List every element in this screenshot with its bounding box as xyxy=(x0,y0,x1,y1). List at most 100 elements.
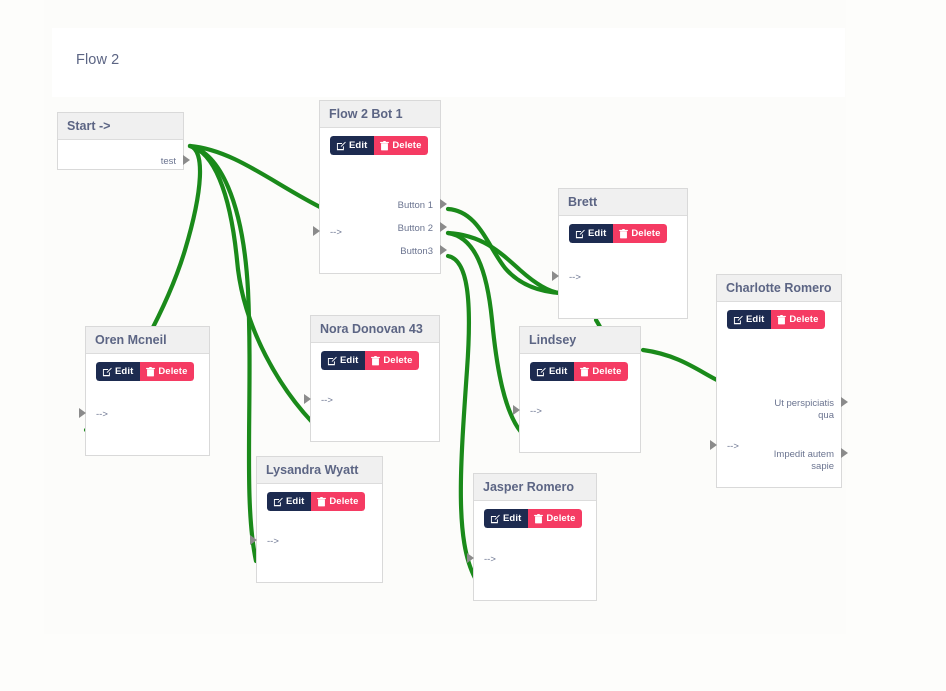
input-port-jasper-0[interactable]: --> xyxy=(484,554,496,565)
edit-button-label: Edit xyxy=(349,140,368,151)
trash-icon xyxy=(146,366,156,376)
node-title-nora: Nora Donovan 43 xyxy=(311,316,439,343)
pencil-square-icon xyxy=(102,367,112,376)
edit-button-label: Edit xyxy=(746,314,765,325)
output-arrow-flow2bot1-2 xyxy=(440,245,447,255)
node-actions-flow2bot1: Edit Delete xyxy=(330,136,429,155)
trash-icon xyxy=(777,314,787,324)
edit-button-label: Edit xyxy=(503,513,522,524)
node-actions-jasper: Edit Delete xyxy=(484,509,583,528)
node-title-lindsey: Lindsey xyxy=(520,327,640,354)
input-port-charlotte-0[interactable]: --> xyxy=(727,441,739,452)
output-port-start-0[interactable]: test xyxy=(160,156,176,167)
trash-icon xyxy=(371,355,381,365)
node-title-flow2bot1: Flow 2 Bot 1 xyxy=(320,101,440,128)
pencil-square-icon xyxy=(273,497,283,506)
edit-button-nora[interactable]: Edit xyxy=(321,351,366,370)
node-flow2bot1[interactable]: Flow 2 Bot 1 Edit Delete --> Button 1 Button … xyxy=(319,100,441,274)
node-actions-lysandra: Edit Delete xyxy=(267,492,366,511)
edit-button-jasper[interactable]: Edit xyxy=(484,509,529,528)
edit-button-lysandra[interactable]: Edit xyxy=(267,492,312,511)
input-arrow-brett-0 xyxy=(552,271,559,281)
edit-button-label: Edit xyxy=(549,366,568,377)
delete-button-label: Delete xyxy=(631,228,661,239)
node-body-brett: Edit Delete --> xyxy=(559,216,687,318)
input-port-flow2bot1-0[interactable]: --> xyxy=(330,227,342,238)
edit-button-brett[interactable]: Edit xyxy=(569,224,614,243)
node-title-charlotte: Charlotte Romero xyxy=(717,275,841,302)
output-arrow-charlotte-1 xyxy=(841,448,848,458)
delete-button-flow2bot1[interactable]: Delete xyxy=(374,136,429,155)
node-title-jasper: Jasper Romero xyxy=(474,474,596,501)
output-arrow-flow2bot1-1 xyxy=(440,222,447,232)
edit-button-charlotte[interactable]: Edit xyxy=(727,310,772,329)
pencil-square-icon xyxy=(327,356,337,365)
edit-button-label: Edit xyxy=(340,355,359,366)
output-port-charlotte-1[interactable]: Impedit autem sapie xyxy=(773,449,834,472)
pencil-square-icon xyxy=(490,514,500,523)
input-port-brett-0[interactable]: --> xyxy=(569,272,581,283)
delete-button-lysandra[interactable]: Delete xyxy=(311,492,366,511)
node-body-nora: Edit Delete --> xyxy=(311,343,439,441)
output-port-flow2bot1-2[interactable]: Button3 xyxy=(400,246,433,257)
input-arrow-lysandra-0 xyxy=(250,535,257,545)
delete-button-label: Delete xyxy=(546,513,576,524)
delete-button-label: Delete xyxy=(392,140,422,151)
node-body-flow2bot1: Edit Delete --> Button 1 Button 2 Button3 xyxy=(320,128,440,273)
input-port-lindsey-0[interactable]: --> xyxy=(530,406,542,417)
node-title-start: Start -> xyxy=(58,113,183,140)
node-title-lysandra: Lysandra Wyatt xyxy=(257,457,382,484)
node-title-brett: Brett xyxy=(559,189,687,216)
node-body-lindsey: Edit Delete --> xyxy=(520,354,640,452)
pencil-square-icon xyxy=(733,315,743,324)
output-port-flow2bot1-1[interactable]: Button 2 xyxy=(397,223,433,234)
node-nora[interactable]: Nora Donovan 43 Edit Delete --> xyxy=(310,315,440,442)
trash-icon xyxy=(534,513,544,523)
output-port-charlotte-0[interactable]: Ut perspiciatis qua xyxy=(774,398,834,421)
edit-button-label: Edit xyxy=(286,496,305,507)
page-title: Flow 2 xyxy=(76,52,120,68)
node-start[interactable]: Start -> test xyxy=(57,112,184,170)
input-arrow-oren-0 xyxy=(79,408,86,418)
delete-button-lindsey[interactable]: Delete xyxy=(574,362,629,381)
output-port-flow2bot1-0[interactable]: Button 1 xyxy=(397,200,433,211)
node-actions-brett: Edit Delete xyxy=(569,224,668,243)
output-arrow-flow2bot1-0 xyxy=(440,199,447,209)
input-port-oren-0[interactable]: --> xyxy=(96,409,108,420)
node-actions-lindsey: Edit Delete xyxy=(530,362,629,381)
input-port-lysandra-0[interactable]: --> xyxy=(267,536,279,547)
trash-icon xyxy=(580,366,590,376)
edit-button-oren[interactable]: Edit xyxy=(96,362,141,381)
edit-button-flow2bot1[interactable]: Edit xyxy=(330,136,375,155)
delete-button-oren[interactable]: Delete xyxy=(140,362,195,381)
node-body-jasper: Edit Delete --> xyxy=(474,501,596,600)
delete-button-charlotte[interactable]: Delete xyxy=(771,310,826,329)
node-actions-nora: Edit Delete xyxy=(321,351,420,370)
output-arrow-start-0 xyxy=(183,155,190,165)
delete-button-label: Delete xyxy=(592,366,622,377)
delete-button-jasper[interactable]: Delete xyxy=(528,509,583,528)
node-body-start: test xyxy=(58,140,183,169)
pencil-square-icon xyxy=(575,229,585,238)
pencil-square-icon xyxy=(536,367,546,376)
edit-button-label: Edit xyxy=(588,228,607,239)
delete-button-nora[interactable]: Delete xyxy=(365,351,420,370)
pencil-square-icon xyxy=(336,141,346,150)
delete-button-brett[interactable]: Delete xyxy=(613,224,668,243)
delete-button-label: Delete xyxy=(789,314,819,325)
flow-header-panel: Flow 2 xyxy=(52,28,845,97)
input-arrow-charlotte-0 xyxy=(710,440,717,450)
trash-icon xyxy=(317,496,327,506)
input-port-nora-0[interactable]: --> xyxy=(321,395,333,406)
edit-button-lindsey[interactable]: Edit xyxy=(530,362,575,381)
input-arrow-lindsey-0 xyxy=(513,405,520,415)
